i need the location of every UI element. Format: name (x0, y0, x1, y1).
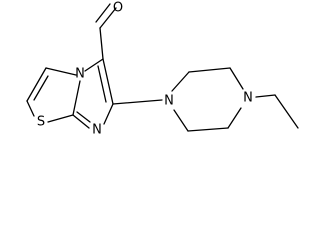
bond-n-c7a-inner (76, 111, 91, 123)
piperazine-ring (112, 67, 244, 132)
thiazole-ring (26, 67, 77, 123)
bond-cd-n1 (173, 109, 189, 132)
bond-c-o (99, 7, 117, 29)
bond-n-c3 (45, 67, 77, 76)
molecule-structure: O N N S N N (26, 1, 299, 138)
bond-cc-cd (187, 127, 229, 132)
bond-c6-n1 (112, 99, 163, 105)
bond-cb-n4 (229, 67, 244, 90)
bond-c3-c2-inner (33, 75, 49, 101)
atom-piperazine-nitrogen-1: N (164, 94, 174, 109)
bond-n1-ca (171, 71, 190, 92)
bond-n4-ch2 (255, 94, 276, 98)
bond-c5-c6-inner (97, 65, 107, 103)
atom-aldehyde-oxygen: O (113, 1, 123, 16)
atom-labels: O N N S N N (37, 1, 253, 138)
bond-c7a-n (72, 80, 81, 116)
bond-n4-cc (227, 107, 242, 129)
atom-ring-nitrogen: N (92, 123, 102, 138)
bond-ca-cb (188, 67, 231, 73)
atom-piperazine-nitrogen-4: N (243, 91, 253, 106)
bond-c5-cho (99, 27, 104, 60)
bond-c5-c6 (102, 58, 114, 105)
bond-c3-c2 (26, 67, 47, 102)
bond-c6-n (103, 103, 114, 125)
bond-c2-s (26, 100, 35, 117)
aldehyde-group (95, 3, 117, 60)
atom-fused-nitrogen: N (75, 67, 85, 82)
atom-thiazole-sulfur: S (37, 115, 45, 130)
bond-s-c7a (47, 114, 74, 123)
bond-c-o-inner (95, 3, 111, 23)
bond-n-c7a (72, 114, 90, 129)
imidazole-ring (72, 58, 114, 129)
bond-n-c5 (84, 58, 104, 72)
bond-ch2-ch3 (274, 94, 299, 129)
ethyl-group (255, 94, 299, 129)
